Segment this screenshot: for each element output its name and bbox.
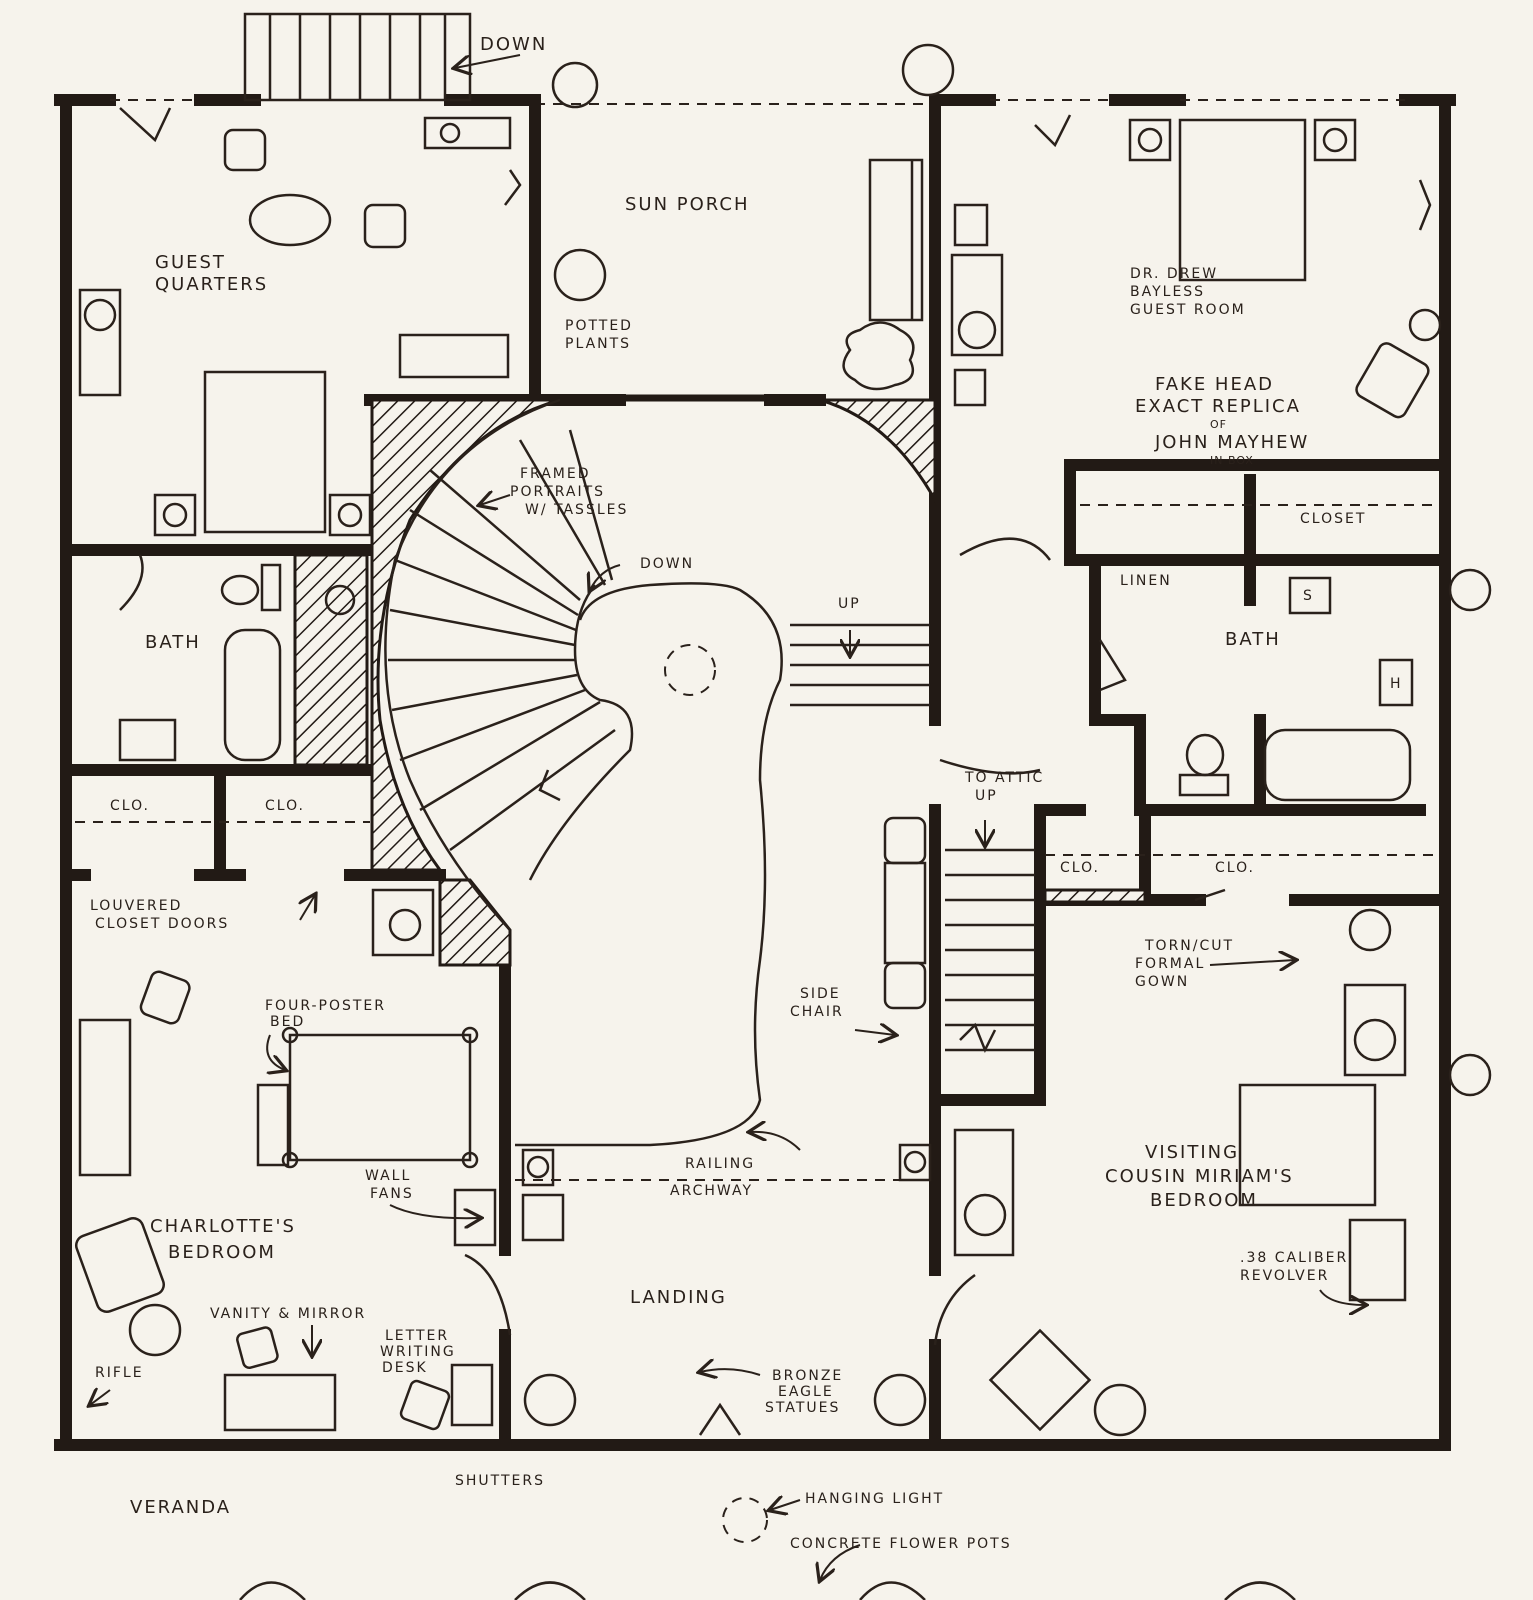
up-stair bbox=[790, 623, 930, 707]
arrow-wall-fans bbox=[389, 1204, 480, 1218]
doors bbox=[119, 107, 1226, 1436]
label-clo-3: CLO. bbox=[1060, 860, 1100, 876]
label-up-stair: UP bbox=[838, 596, 861, 612]
fixture-s: S bbox=[1303, 588, 1314, 604]
label-hanging-light: HANGING LIGHT bbox=[805, 1491, 944, 1507]
fixture-h: H bbox=[1390, 676, 1403, 692]
label-sun-porch: SUN PORCH bbox=[625, 194, 750, 215]
label-clo-4: CLO. bbox=[1215, 860, 1255, 876]
arrow-torn-gown bbox=[1209, 960, 1295, 965]
balcony-railing bbox=[243, 12, 521, 102]
label-veranda: VERANDA bbox=[130, 1497, 231, 1518]
arrow-louvered bbox=[300, 895, 315, 921]
drew-room-furniture bbox=[950, 114, 1442, 419]
label-closet: CLOSET bbox=[1300, 511, 1366, 527]
arrow-four-poster bbox=[266, 1034, 285, 1070]
exterior-items bbox=[239, 1498, 1296, 1600]
miriam-bedroom-furniture bbox=[953, 568, 1492, 1437]
arrow-rifle bbox=[90, 1390, 111, 1405]
landing-items bbox=[464, 816, 976, 1427]
label-down-stair: DOWN bbox=[640, 556, 694, 572]
arrow-portraits bbox=[480, 495, 511, 505]
label-railing: RAILING bbox=[685, 1156, 755, 1172]
attic-stair bbox=[945, 820, 1035, 1054]
label-bath-left: BATH bbox=[145, 632, 201, 653]
arrow-side-chair bbox=[854, 1030, 895, 1035]
label-archway: ARCHWAY bbox=[670, 1183, 753, 1199]
label-landing: LANDING bbox=[630, 1287, 727, 1308]
charlotte-bedroom-furniture bbox=[74, 888, 497, 1432]
arrow-bronze-eagle bbox=[700, 1369, 761, 1375]
bath-left-fixtures bbox=[118, 554, 356, 762]
sun-porch-items bbox=[504, 43, 955, 391]
label-down-top: DOWN bbox=[480, 34, 547, 55]
label-bath-right: BATH bbox=[1225, 629, 1281, 650]
label-vanity: VANITY & MIRROR bbox=[210, 1306, 366, 1322]
label-clo-1: CLO. bbox=[110, 798, 150, 814]
label-rifle: RIFLE bbox=[95, 1365, 144, 1381]
interior-walls bbox=[60, 94, 1451, 1451]
arrow-revolver bbox=[1319, 1289, 1365, 1305]
label-flower-pots: CONCRETE FLOWER POTS bbox=[790, 1536, 1012, 1552]
landing-railing bbox=[515, 582, 920, 1181]
label-shutters: SHUTTERS bbox=[455, 1473, 545, 1489]
label-linen: LINEN bbox=[1120, 573, 1172, 589]
guest-quarters-furniture bbox=[78, 116, 512, 537]
label-clo-2: CLO. bbox=[265, 798, 305, 814]
bath-right-fixtures bbox=[1098, 576, 1414, 802]
spiral-stair bbox=[384, 398, 634, 931]
